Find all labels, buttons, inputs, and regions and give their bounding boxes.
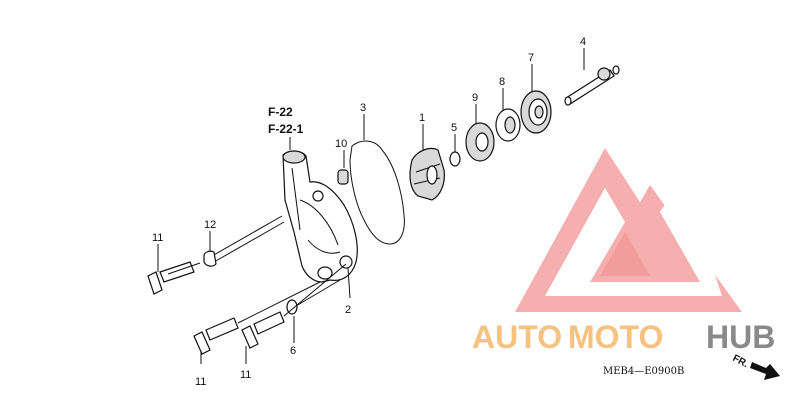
diagram-code: MEB4—E0900B bbox=[603, 366, 684, 377]
assembly-lines bbox=[167, 262, 347, 324]
flange-bolt-lower-left bbox=[193, 317, 239, 355]
logo-word-moto: MOTO bbox=[568, 319, 663, 355]
automotohub-logo bbox=[515, 148, 742, 312]
callout-10: 10 bbox=[335, 138, 347, 150]
callout-8: 8 bbox=[499, 76, 505, 88]
logo-word-auto: AUTO bbox=[472, 319, 562, 355]
callout-3: 3 bbox=[360, 102, 366, 114]
pump-shaft bbox=[564, 65, 620, 106]
callout-12: 12 bbox=[204, 219, 216, 231]
callout-7: 7 bbox=[528, 52, 534, 64]
ref-label-f22-1: F-22-1 bbox=[268, 122, 304, 136]
sealing-washer bbox=[286, 299, 298, 315]
flange-bolt-lower-mid bbox=[241, 311, 285, 349]
front-direction-label: FR. bbox=[731, 353, 751, 370]
callout-2: 2 bbox=[345, 304, 351, 316]
callout-6: 6 bbox=[290, 345, 296, 357]
callout-11-upper: 11 bbox=[152, 232, 163, 244]
oil-seal bbox=[465, 122, 495, 162]
mechanical-seal bbox=[495, 108, 521, 142]
logo-triangle-inner bbox=[545, 178, 722, 296]
callout-11-lower-mid: 11 bbox=[240, 369, 251, 381]
water-pump-cover bbox=[282, 150, 358, 283]
leader-lines bbox=[157, 48, 585, 364]
long-bolt bbox=[203, 215, 285, 267]
callout-11-lower-left: 11 bbox=[195, 376, 206, 388]
callout-5: 5 bbox=[451, 122, 457, 134]
logo-triangle-core bbox=[600, 232, 650, 276]
gasket bbox=[349, 140, 405, 245]
callout-1: 1 bbox=[419, 112, 425, 124]
impeller bbox=[409, 147, 445, 201]
front-direction-indicator: FR. bbox=[731, 353, 780, 380]
logo-word-hub: HUB bbox=[706, 319, 775, 355]
flange-bolt-upper bbox=[147, 261, 195, 295]
collar bbox=[337, 169, 349, 185]
washer bbox=[449, 151, 461, 167]
bearing bbox=[520, 90, 552, 134]
ref-label-f22: F-22 bbox=[268, 105, 293, 119]
callout-9: 9 bbox=[472, 92, 478, 104]
front-arrow-icon bbox=[750, 362, 780, 380]
callout-4: 4 bbox=[580, 36, 586, 48]
